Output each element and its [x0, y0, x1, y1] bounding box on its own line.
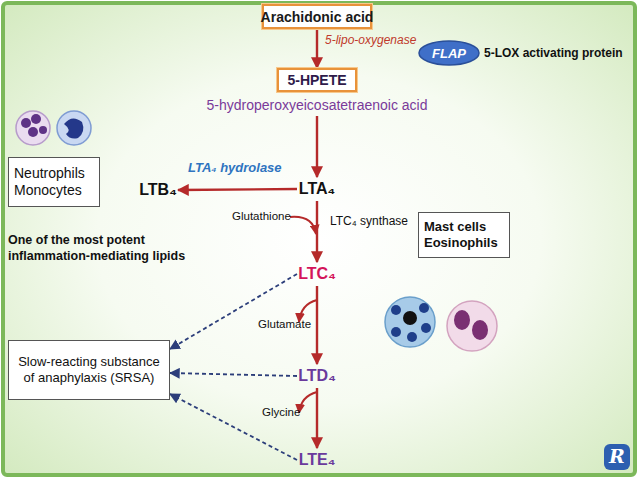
monocyte-cell	[57, 111, 91, 145]
eosinophil-cell	[447, 301, 497, 351]
node-text: LTD₄	[298, 367, 336, 385]
node-text: Neutrophils Monocytes	[14, 165, 94, 199]
logo-badge	[604, 444, 630, 470]
note: One of the most potent inflammation-medi…	[8, 232, 223, 265]
side-arrow	[290, 217, 316, 234]
logo-letter: R	[604, 445, 630, 467]
edge-label: Glycine	[262, 406, 300, 418]
leukotriene: LTD₄	[297, 364, 337, 388]
node-text: LTB₄	[139, 181, 177, 199]
protein-name: 5-LOX activating protein	[484, 46, 623, 60]
node-text: Arachidonic acid	[261, 9, 374, 25]
cell-type-box: Mast cells Eosinophils	[418, 212, 510, 258]
leukotriene: LTA₄	[297, 177, 337, 201]
node-text: LTA₄	[299, 180, 335, 198]
dashed-arrow	[170, 373, 297, 376]
node-text: 5-HPETE	[277, 68, 356, 92]
neutrophil-cell	[16, 111, 50, 145]
cofactor-label: Glutathione	[232, 210, 291, 222]
edge-label: LTA₄ hydrolase	[188, 160, 282, 175]
reaction-arrow	[178, 189, 297, 190]
side-arrow	[299, 392, 317, 413]
edge-label: LTC₄ synthase	[330, 214, 408, 228]
node-text: 5-hydroperoxyeicosatetraenoic acid	[206, 97, 427, 113]
intermediate-box: 5-HPETE 5-hydroperoxyeicosatetraenoic aci…	[177, 68, 457, 116]
protein-ellipse: FLAP	[418, 40, 480, 66]
leukotriene: LTE₄	[297, 448, 337, 472]
substrate-box: Arachidonic acid	[262, 4, 372, 29]
cell-type-box: Neutrophils Monocytes	[8, 157, 100, 207]
edge-label: Glutamate	[258, 318, 311, 330]
reaction-arrow	[316, 388, 318, 448]
node-text: Mast cells Eosinophils	[424, 219, 504, 252]
reaction-arrow	[316, 286, 318, 364]
reaction-arrow	[316, 201, 318, 262]
node-text: Slow-reacting substance of anaphylaxis (…	[13, 354, 165, 387]
reaction-arrow	[316, 29, 318, 68]
leukotriene: LTC₄	[297, 262, 337, 286]
ellipse-shape	[419, 41, 479, 65]
leukotriene: LTB₄	[138, 178, 178, 202]
node-text: LTE₄	[299, 451, 336, 469]
edge-label: 5-lipo-oxygenase	[325, 33, 416, 47]
reaction-arrow	[316, 116, 318, 177]
srsa-box: Slow-reacting substance of anaphylaxis (…	[8, 340, 170, 400]
node-text: FLAP	[432, 46, 466, 61]
node-text: LTC₄	[298, 265, 336, 283]
mast-cell	[385, 297, 435, 347]
dashed-arrow	[170, 394, 297, 460]
dashed-arrow	[170, 274, 297, 349]
